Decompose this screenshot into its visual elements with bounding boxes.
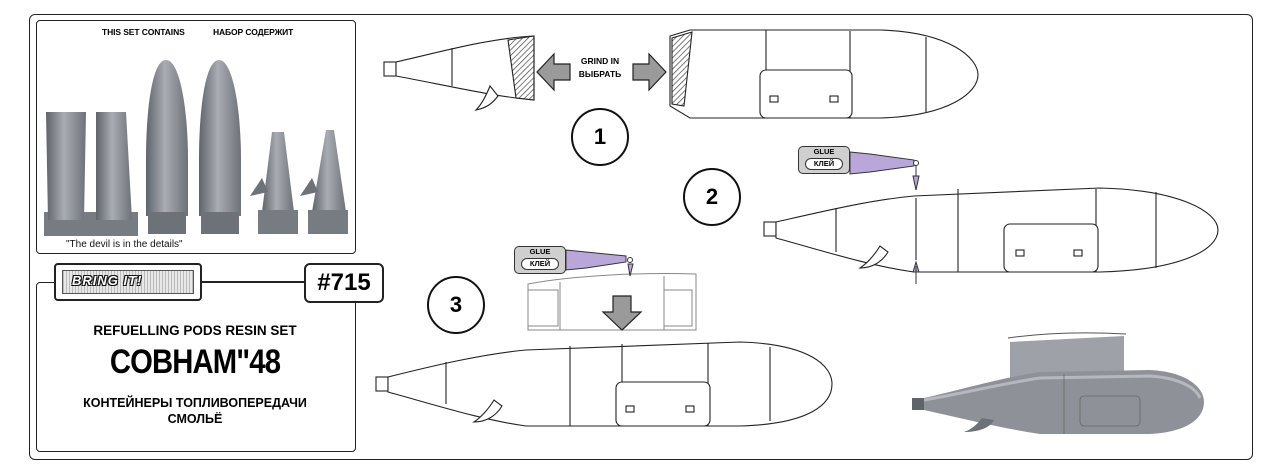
- title-panel: [36, 282, 356, 452]
- pod-assembly-drawing-2: [763, 187, 1219, 273]
- nozzle-part-right: [312, 130, 346, 212]
- contents-heading: THIS SET CONTAINS НАБОР СОДЕРЖИТ: [102, 27, 319, 37]
- grind-label: GRIND IN ВЫБРАТЬ: [560, 55, 640, 81]
- up-pointer-icon: [912, 260, 920, 284]
- pod-assembly-drawing-3: [375, 341, 833, 427]
- step-3-marker: 3: [427, 276, 485, 334]
- brand-logo-text: BRING IT!: [72, 273, 143, 288]
- step-1-marker: 1: [571, 108, 629, 166]
- slogan: "The devil is in the details": [66, 239, 183, 250]
- title-ru-line2: СМОЛЬЁ: [167, 412, 223, 426]
- glue-label-ru: КЛЕЙ: [805, 158, 843, 170]
- kit-code-badge: #715: [304, 263, 384, 303]
- pod-body-right: [199, 60, 241, 216]
- title-en: REFUELLING PODS RESIN SET: [93, 323, 297, 338]
- contents-label-ru: НАБОР СОДЕРЖИТ: [212, 27, 294, 37]
- glue-label-en-3: GLUE: [529, 247, 551, 256]
- pylon-drawing: [527, 272, 697, 331]
- outer-frame: [29, 14, 1253, 460]
- pod-body-drawing-1: [669, 29, 979, 119]
- grind-arrow-right-icon: [632, 52, 667, 92]
- pylon-part-right: [96, 112, 132, 220]
- glue-label-ru-3: КЛЕЙ: [521, 258, 559, 270]
- glue-label-en: GLUE: [813, 147, 835, 156]
- grind-label-en: GRIND IN: [580, 56, 620, 66]
- contents-label-en: THIS SET CONTAINS: [102, 27, 185, 37]
- glue-pointer-2-icon: [912, 165, 920, 191]
- pod-stand-left: [148, 212, 186, 234]
- brand-logo: BRING IT!: [54, 263, 202, 301]
- final-pod-render: [912, 332, 1204, 434]
- down-arrow-icon: [601, 295, 643, 331]
- title-main: COBHAM"48: [109, 343, 281, 381]
- title-ru: КОНТЕЙНЕРЫ ТОПЛИВОПЕРЕДАЧИ СМОЛЬЁ: [36, 395, 354, 427]
- nose-cone-drawing: [383, 35, 535, 111]
- grind-arrow-left-icon: [536, 52, 571, 92]
- nozzle-part-left: [262, 132, 294, 212]
- title-ru-line1: КОНТЕЙНЕРЫ ТОПЛИВОПЕРЕДАЧИ: [83, 396, 307, 410]
- pylon-part-left: [46, 112, 86, 220]
- pod-stand-right: [201, 212, 239, 234]
- pod-body-left: [146, 60, 188, 216]
- step-2-marker: 2: [683, 168, 741, 226]
- glue-tube-step3: GLUE КЛЕЙ: [514, 246, 566, 274]
- logo-connector: [200, 281, 306, 282]
- glue-pointer-3-icon: [627, 263, 634, 277]
- grind-label-ru: ВЫБРАТЬ: [578, 69, 622, 79]
